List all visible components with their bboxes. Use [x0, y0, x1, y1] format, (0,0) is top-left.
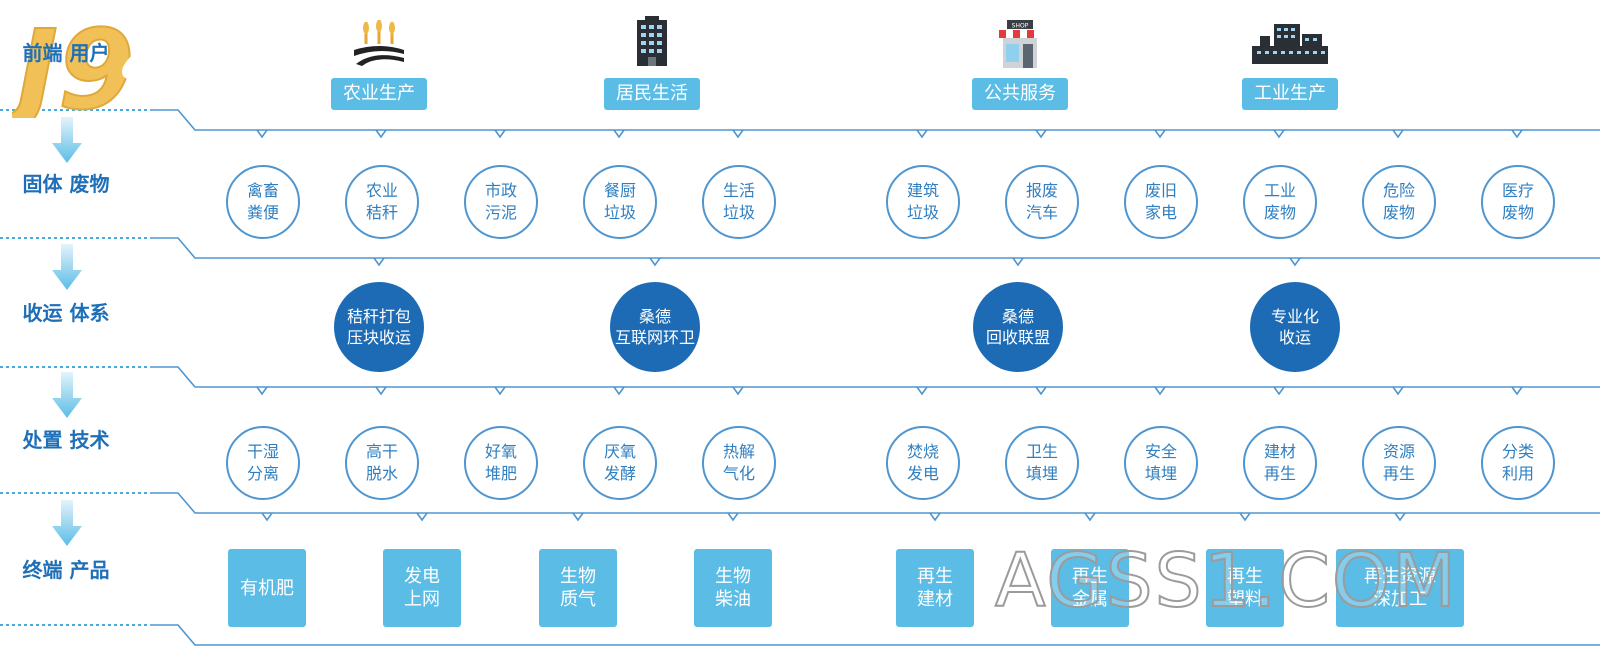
- tech-node: 建材 再生: [1243, 426, 1317, 500]
- tech-node: 分类 利用: [1481, 426, 1555, 500]
- factory-icon: [1252, 24, 1328, 64]
- separator-chevron: [649, 257, 661, 267]
- separator-chevron: [916, 129, 928, 139]
- waste-node: 禽畜 粪便: [226, 165, 300, 239]
- product-box: 再生资源 深加工: [1336, 549, 1464, 627]
- separator-chevron: [929, 512, 941, 522]
- separator-line: [150, 237, 1600, 259]
- separator-chevron: [261, 512, 273, 522]
- separator-chevron: [1511, 129, 1523, 139]
- separator-chevron: [572, 512, 584, 522]
- separator-line: [150, 366, 1600, 388]
- separator-chevron: [1392, 386, 1404, 396]
- row-label-users: 前端 用户: [22, 41, 110, 65]
- separator-chevron: [1084, 512, 1096, 522]
- down-arrow-icon: [52, 117, 82, 163]
- separator-chevron: [732, 129, 744, 139]
- separator-chevron: [1035, 129, 1047, 139]
- separator-chevron: [1239, 512, 1251, 522]
- product-box: 再生 建材: [896, 549, 974, 627]
- product-box: 有机肥: [228, 549, 306, 627]
- separator-chevron: [613, 129, 625, 139]
- product-box: 再生 塑料: [1206, 549, 1284, 627]
- separator-chevron: [732, 386, 744, 396]
- tech-node: 热解 气化: [702, 426, 776, 500]
- tech-node: 干湿 分离: [226, 426, 300, 500]
- product-box: 发电 上网: [383, 549, 461, 627]
- separator-chevron: [916, 386, 928, 396]
- tech-node: 资源 再生: [1362, 426, 1436, 500]
- separator-chevron: [1289, 257, 1301, 267]
- row-label-tech: 处置 技术: [22, 428, 110, 452]
- separator-chevron: [256, 129, 268, 139]
- user-pill-agriculture: 农业生产: [331, 78, 427, 110]
- transport-node: 秸秆打包 压块收运: [334, 282, 424, 372]
- separator-chevron: [1273, 129, 1285, 139]
- waste-node: 农业 秸秆: [345, 165, 419, 239]
- tech-node: 高干 脱水: [345, 426, 419, 500]
- product-box: 生物 质气: [539, 549, 617, 627]
- waste-node: 医疗 废物: [1481, 165, 1555, 239]
- product-box: 再生 金属: [1051, 549, 1129, 627]
- transport-node: 桑德 互联网环卫: [610, 282, 700, 372]
- separator-chevron: [727, 512, 739, 522]
- separator-chevron: [613, 386, 625, 396]
- waste-node: 生活 垃圾: [702, 165, 776, 239]
- separator-line: [150, 492, 1600, 514]
- row-label-waste: 固体 废物: [22, 172, 110, 196]
- transport-node: 桑德 回收联盟: [973, 282, 1063, 372]
- tech-node: 好氧 堆肥: [464, 426, 538, 500]
- shop-icon: SHOP: [999, 20, 1041, 68]
- tech-node: 安全 填埋: [1124, 426, 1198, 500]
- waste-node: 危险 废物: [1362, 165, 1436, 239]
- down-arrow-icon: [52, 244, 82, 290]
- separator-chevron: [373, 257, 385, 267]
- separator-chevron: [1154, 386, 1166, 396]
- separator-chevron: [1511, 386, 1523, 396]
- separator-chevron: [1394, 512, 1406, 522]
- shop-sign: SHOP: [1012, 23, 1029, 30]
- tech-node: 焚烧 发电: [886, 426, 960, 500]
- user-pill-residential: 居民生活: [604, 78, 700, 110]
- separator-chevron: [1154, 129, 1166, 139]
- watermark-text: AGSS1.COM: [994, 537, 1458, 625]
- row-label-products: 终端 产品: [22, 558, 110, 582]
- waste-node: 废旧 家电: [1124, 165, 1198, 239]
- down-arrow-icon: [52, 500, 82, 546]
- separator-line: [150, 624, 1600, 646]
- transport-node: 专业化 收运: [1250, 282, 1340, 372]
- waste-node: 市政 污泥: [464, 165, 538, 239]
- separator-chevron: [256, 386, 268, 396]
- waste-node: 报废 汽车: [1005, 165, 1079, 239]
- tech-node: 厌氧 发酵: [583, 426, 657, 500]
- row-label-transport: 收运 体系: [22, 301, 110, 325]
- separator-chevron: [416, 512, 428, 522]
- svg-text:J9: J9: [12, 8, 134, 118]
- separator-chevron: [1392, 129, 1404, 139]
- separator-line: [150, 109, 1600, 131]
- separator-chevron: [1012, 257, 1024, 267]
- waste-node: 餐厨 垃圾: [583, 165, 657, 239]
- separator-chevron: [375, 386, 387, 396]
- tech-node: 卫生 填埋: [1005, 426, 1079, 500]
- waste-node: 建筑 垃圾: [886, 165, 960, 239]
- down-arrow-icon: [52, 372, 82, 418]
- j9-logo: J9: [12, 8, 158, 118]
- apartment-building-icon: [637, 16, 667, 66]
- separator-chevron: [375, 129, 387, 139]
- separator-chevron: [1273, 386, 1285, 396]
- waste-node: 工业 废物: [1243, 165, 1317, 239]
- separator-chevron: [494, 129, 506, 139]
- product-box: 生物 柴油: [694, 549, 772, 627]
- farm-icon: [354, 20, 404, 66]
- user-pill-industry: 工业生产: [1242, 78, 1338, 110]
- user-pill-public-service: 公共服务: [972, 78, 1068, 110]
- separator-chevron: [1035, 386, 1047, 396]
- separator-chevron: [494, 386, 506, 396]
